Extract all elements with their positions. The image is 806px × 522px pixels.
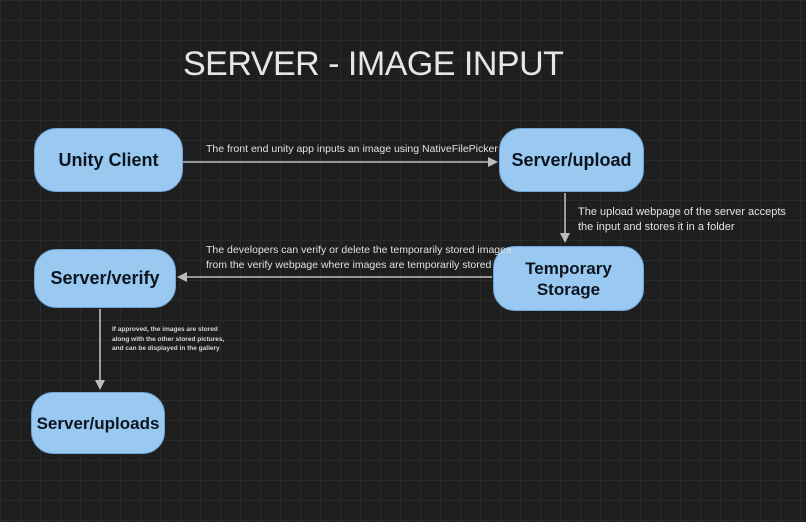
- edge-storage-to-verify: [177, 272, 492, 282]
- edge-upload-to-storage: [560, 193, 570, 243]
- edge-label-storage-to-verify: The developers can verify or delete the …: [206, 243, 511, 273]
- node-server-upload-label: Server/upload: [511, 149, 632, 170]
- node-server-verify: Server/verify: [34, 249, 176, 308]
- diagram-title: SERVER - IMAGE INPUT: [183, 45, 564, 83]
- edge-verify-to-uploads: [95, 309, 105, 390]
- node-server-uploads-label: Server/uploads: [36, 413, 160, 433]
- node-server-verify-label: Server/verify: [50, 268, 160, 288]
- node-temporary-storage-label-line1: Temporary: [525, 258, 612, 278]
- edge-label-storage-to-verify-line1: The developers can verify or delete the …: [206, 244, 512, 256]
- edge-label-upload-to-storage-line1: The upload webpage of the server accepts: [578, 206, 786, 218]
- edge-label-storage-to-verify-line2: from the verify webpage where images are…: [206, 259, 492, 271]
- node-server-uploads: Server/uploads: [31, 392, 165, 454]
- edge-label-upload-to-storage-line2: the input and stores it in a folder: [578, 221, 735, 233]
- edge-label-upload-to-storage: The upload webpage of the server accepts…: [578, 205, 786, 235]
- node-unity-client: Unity Client: [34, 128, 183, 192]
- node-unity-client-label: Unity Client: [58, 149, 159, 170]
- node-temporary-storage-label-line2: Storage: [536, 279, 601, 299]
- node-temporary-storage: Temporary Storage: [493, 246, 644, 311]
- node-server-upload: Server/upload: [499, 128, 644, 192]
- edge-client-to-upload: [183, 157, 498, 167]
- edge-label-client-to-upload: The front end unity app inputs an image …: [206, 142, 498, 157]
- edge-label-client-to-upload-text: The front end unity app inputs an image …: [206, 143, 498, 155]
- edge-label-verify-to-uploads: If approved, the images are stored along…: [112, 326, 225, 352]
